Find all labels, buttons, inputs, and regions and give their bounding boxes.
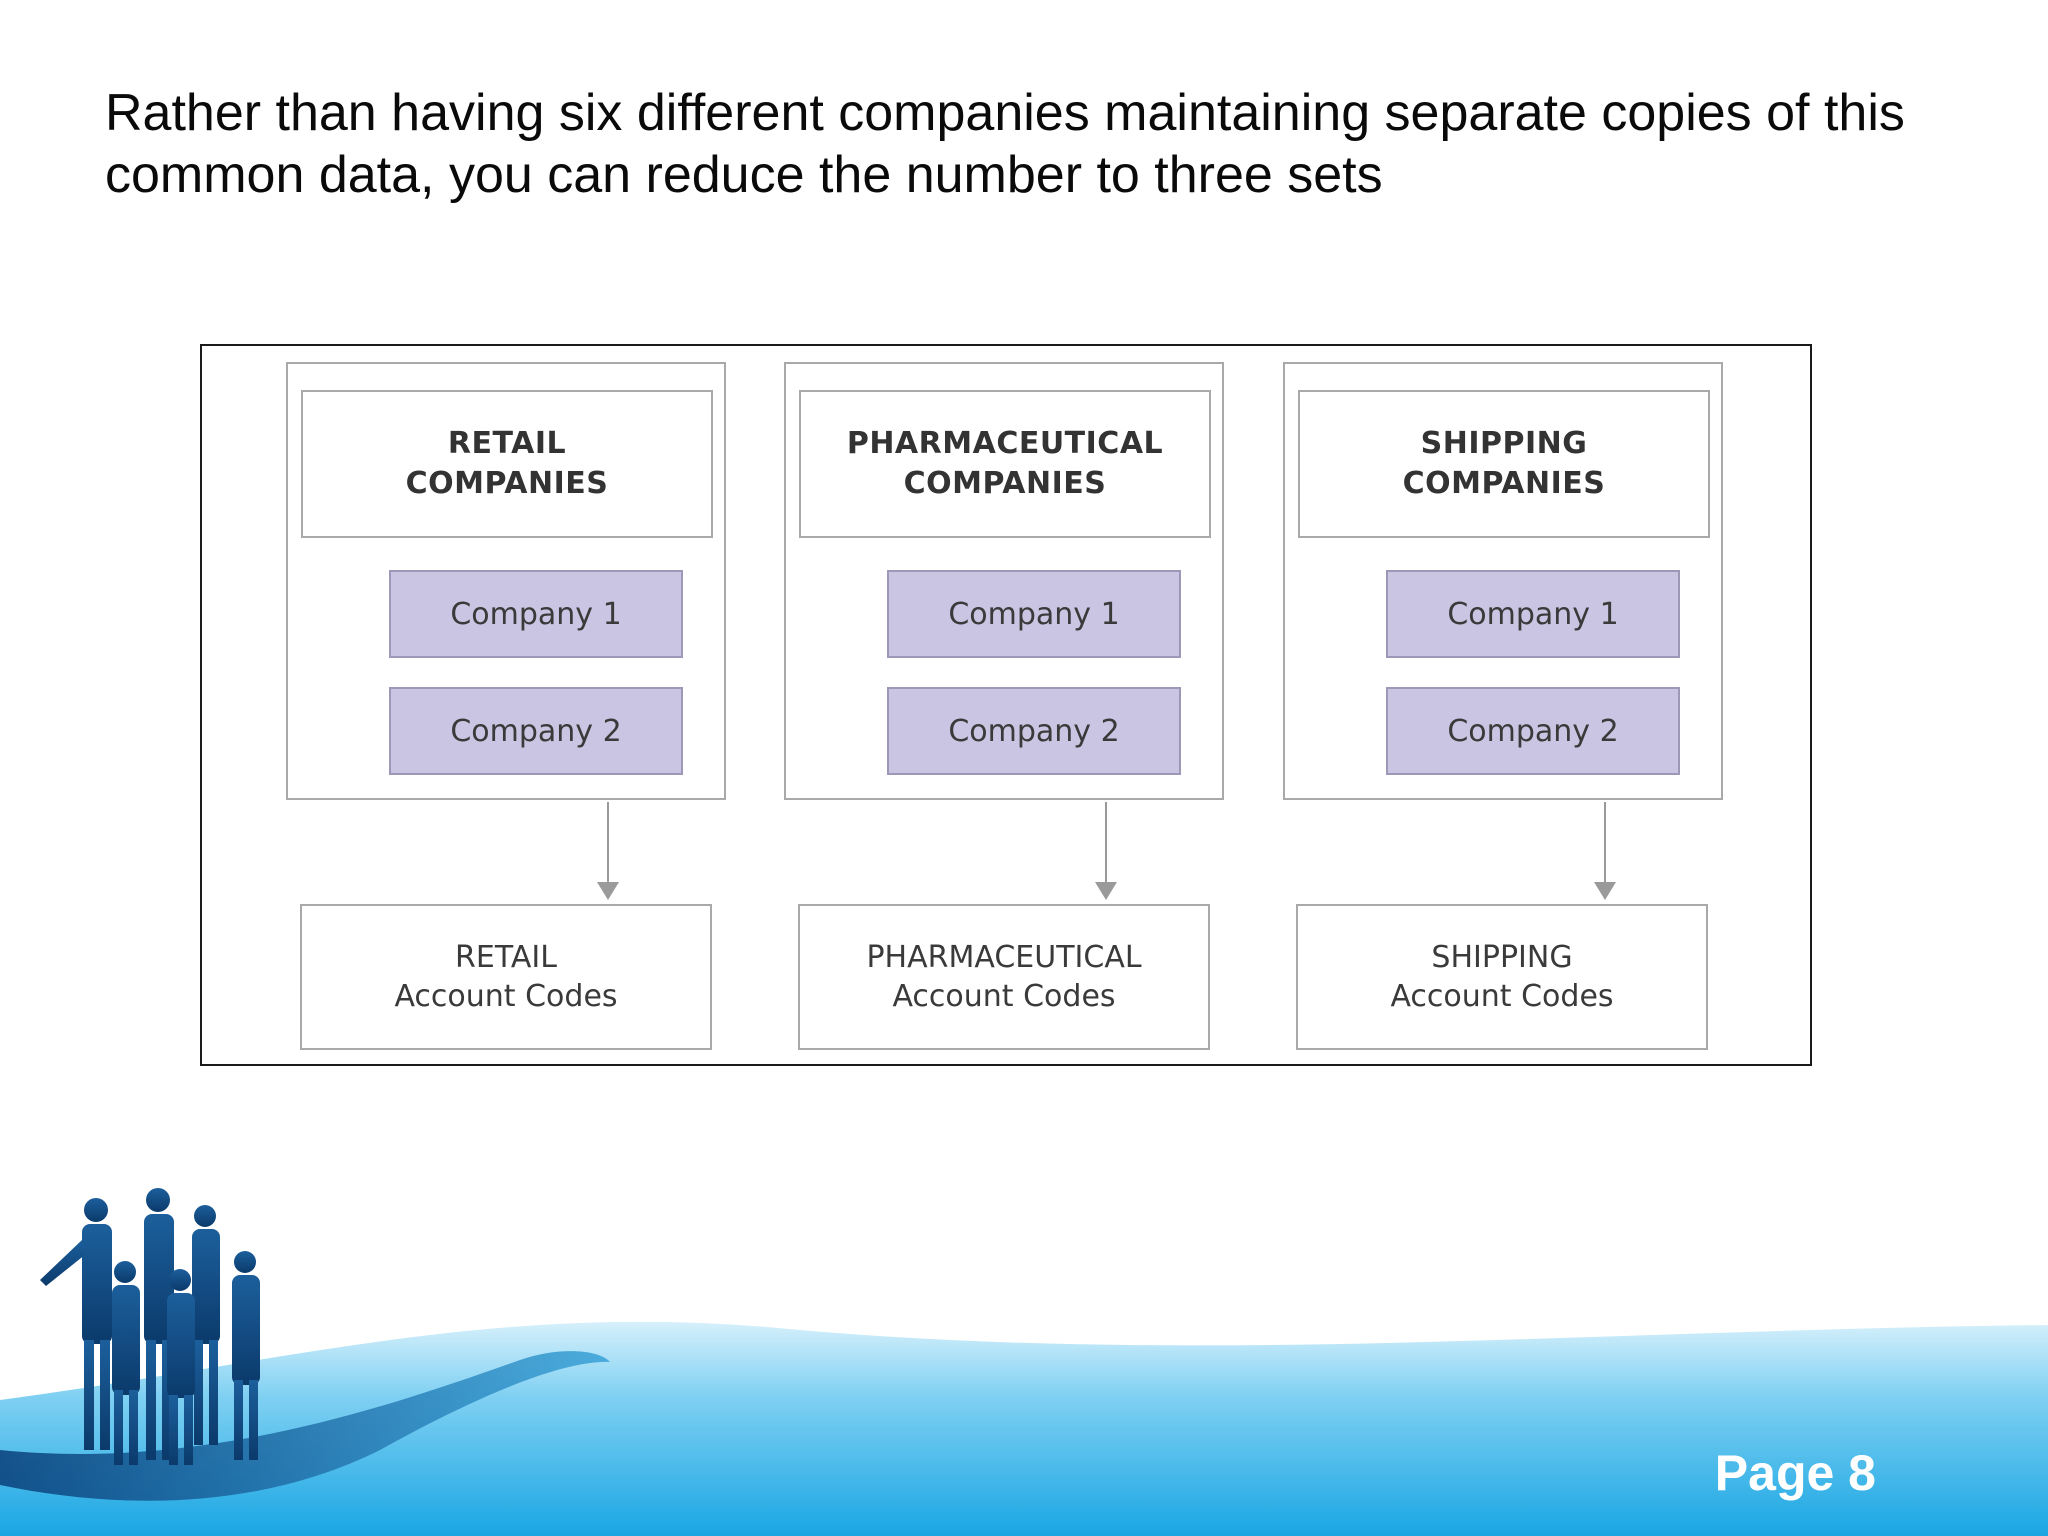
pharmaceutical-arrow-icon [1095, 882, 1117, 900]
business-people-icon [40, 1188, 260, 1465]
group-title-pharmaceutical: PHARMACEUTICAL COMPANIES [846, 426, 1164, 501]
pharmaceutical-connector-line [1105, 802, 1107, 884]
group-shipping: SHIPPING COMPANIES Company 1 Company 2 [1283, 362, 1723, 800]
shipping-company-2-box: Company 2 [1386, 687, 1680, 775]
shipping-account-codes-box: SHIPPING Account Codes [1296, 904, 1708, 1050]
group-retail: RETAIL COMPANIES Company 1 Company 2 [286, 362, 726, 800]
retail-company-1-box: Company 1 [389, 570, 683, 658]
pharmaceutical-company-1-box: Company 1 [887, 570, 1181, 658]
retail-company-2-box: Company 2 [389, 687, 683, 775]
retail-arrow-icon [597, 882, 619, 900]
group-pharmaceutical: PHARMACEUTICAL COMPANIES Company 1 Compa… [784, 362, 1224, 800]
group-title-shipping: SHIPPING COMPANIES [1402, 426, 1606, 501]
retail-connector-line [607, 802, 609, 884]
shipping-connector-line [1604, 802, 1606, 884]
shipping-arrow-icon [1594, 882, 1616, 900]
shipping-company-1-box: Company 1 [1386, 570, 1680, 658]
pharmaceutical-company-2-box: Company 2 [887, 687, 1181, 775]
group-title-retail: RETAIL COMPANIES [405, 426, 609, 501]
retail-account-codes-box: RETAIL Account Codes [300, 904, 712, 1050]
account-codes-diagram: RETAIL COMPANIES Company 1 Company 2 RET… [200, 344, 1812, 1066]
group-header-shipping: SHIPPING COMPANIES [1298, 390, 1710, 538]
slide-body-text: Rather than having six different compani… [105, 84, 1905, 204]
pharmaceutical-account-codes-box: PHARMACEUTICAL Account Codes [798, 904, 1210, 1050]
page-number-label: Page 8 [1714, 1445, 1876, 1501]
footer-wave-decoration [0, 1188, 2048, 1536]
group-header-retail: RETAIL COMPANIES [301, 390, 713, 538]
group-header-pharmaceutical: PHARMACEUTICAL COMPANIES [799, 390, 1211, 538]
